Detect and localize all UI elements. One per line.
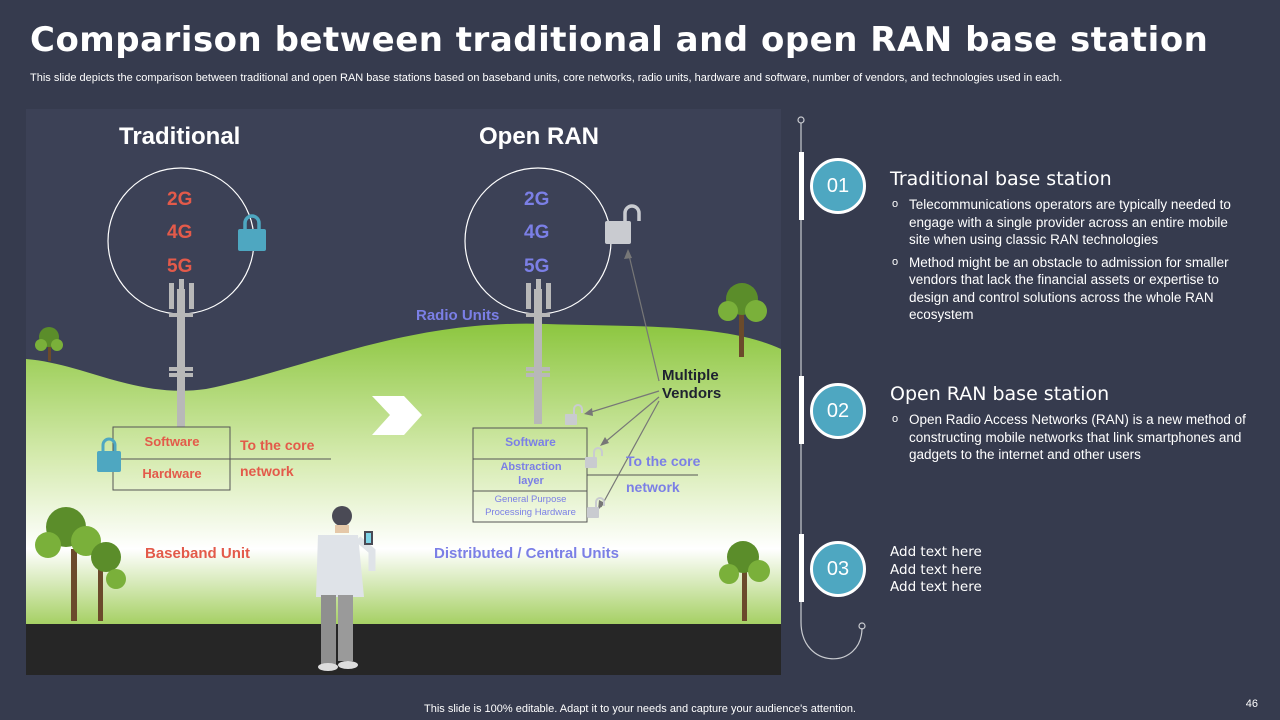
open-gen-2g: 2G	[524, 189, 550, 210]
unlocked-icon-1	[605, 204, 641, 244]
slide-subtitle: This slide depicts the comparison betwee…	[30, 72, 1063, 84]
section-bullets-traditional: Telecommunications operators are typical…	[890, 196, 1250, 329]
traditional-heading: Traditional	[119, 123, 241, 150]
open-abstraction-layer: Abstraction layer	[500, 461, 562, 487]
chevron-arrow	[372, 396, 422, 435]
step-circle-01: 01	[810, 158, 866, 214]
slide-title: Comparison between traditional and open …	[30, 20, 1209, 60]
section-bullets-open-ran: Open Radio Access Networks (RAN) is a ne…	[890, 411, 1250, 469]
traditional-software: Software	[144, 434, 200, 449]
traditional-tower	[169, 279, 194, 427]
open-gp-hardware: General Purpose Processing Hardware	[485, 494, 576, 518]
traditional-gen-4g: 4G	[167, 222, 193, 243]
open-gen-5g: 5G	[524, 256, 550, 277]
section-03-text: Add text here Add text here Add text her…	[890, 544, 982, 597]
add-text-line: Add text here	[890, 579, 982, 595]
section-title-traditional: Traditional base station	[890, 168, 1112, 190]
traditional-gen-2g: 2G	[167, 189, 193, 210]
bullet-item: Method might be an obstacle to admission…	[890, 254, 1250, 324]
tree-icon-right-top	[718, 283, 767, 357]
timeline-line	[797, 116, 866, 660]
ran-illustration: Traditional Open RAN 2G 4G 5G 2G 4G 5G R…	[26, 109, 781, 675]
person-with-phone	[316, 506, 376, 671]
bullet-item: Open Radio Access Networks (RAN) is a ne…	[890, 411, 1250, 464]
open-software: Software	[505, 435, 556, 449]
tree-icon-left-big	[35, 507, 126, 621]
traditional-core-line1: To the core	[240, 437, 315, 453]
traditional-core-line2: network	[240, 463, 294, 479]
illustration-background	[26, 167, 781, 675]
radio-units-label: Radio Units	[416, 307, 500, 324]
open-core-line2: network	[626, 479, 680, 495]
open-tower	[526, 279, 551, 424]
traditional-gen-5g: 5G	[167, 256, 193, 277]
multiple-vendors-label: Multiple Vendors	[662, 367, 722, 402]
distributed-central-units-label: Distributed / Central Units	[434, 545, 620, 562]
step-circle-03: 03	[810, 541, 866, 597]
open-gen-4g: 4G	[524, 222, 550, 243]
add-text-line: Add text here	[890, 544, 982, 560]
open-ran-heading: Open RAN	[479, 123, 599, 150]
footer-note: This slide is 100% editable. Adapt it to…	[424, 703, 856, 715]
step-circle-02: 02	[810, 383, 866, 439]
page-number: 46	[1245, 698, 1258, 710]
traditional-hardware: Hardware	[142, 466, 202, 481]
baseband-unit-label: Baseband Unit	[145, 545, 251, 562]
open-core-line1: To the core	[626, 453, 701, 469]
section-title-open-ran: Open RAN base station	[890, 383, 1110, 405]
lock-icon-1	[238, 214, 266, 251]
tree-icon-left-small	[35, 327, 63, 361]
lock-icon-2	[97, 437, 121, 472]
add-text-line: Add text here	[890, 561, 982, 578]
tree-icon-right-bottom	[719, 541, 770, 621]
bullet-item: Telecommunications operators are typical…	[890, 196, 1250, 249]
